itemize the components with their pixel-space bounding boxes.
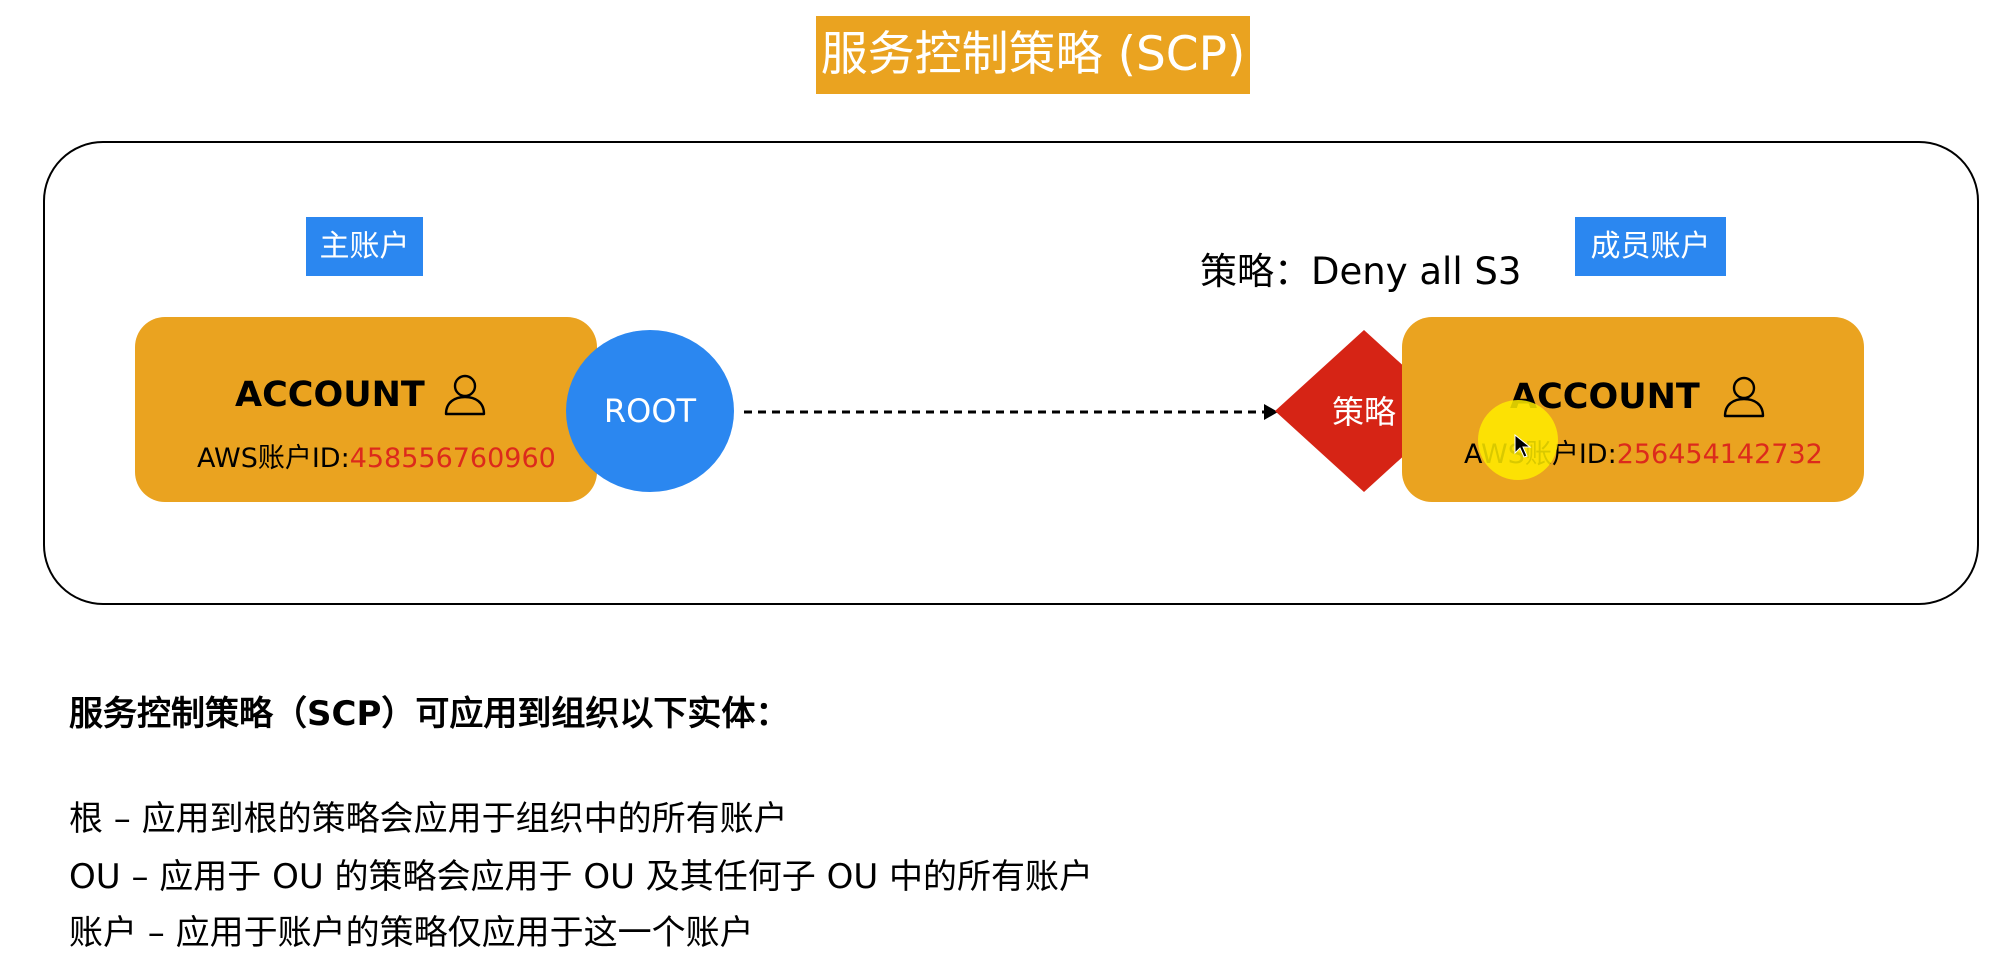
root-node: ROOT xyxy=(566,330,734,492)
main-account-id: AWS账户ID:458556760960 xyxy=(197,441,556,477)
diagram-frame xyxy=(43,141,1979,605)
main-account-name: ACCOUNT xyxy=(235,375,425,415)
policy-caption: 策略：Deny all S3 xyxy=(1200,250,1522,293)
policy-node-label: 策略 xyxy=(1331,393,1396,431)
scp-line-root: 根 – 应用到根的策略会应用于组织中的所有账户 xyxy=(69,799,788,839)
member-account-id-value: 256454142732 xyxy=(1616,439,1823,470)
scp-line-account: 账户 – 应用于账户的策略仅应用于这一个账户 xyxy=(69,913,754,953)
main-account-box: ACCOUNT AWS账户ID:458556760960 xyxy=(135,317,597,502)
user-icon xyxy=(444,374,486,416)
main-account-tag: 主账户 xyxy=(306,217,423,276)
policy-arrow xyxy=(744,404,1278,420)
user-icon xyxy=(1723,376,1765,418)
member-account-tag: 成员账户 xyxy=(1575,217,1726,276)
page-title: 服务控制策略 (SCP) xyxy=(816,16,1250,94)
main-account-id-value: 458556760960 xyxy=(349,443,556,474)
scp-heading: 服务控制策略（SCP）可应用到组织以下实体： xyxy=(69,694,790,734)
member-account-box: ACCOUNT AWS账户ID:256454142732 xyxy=(1402,317,1864,502)
main-account-id-label: AWS账户ID: xyxy=(197,443,350,474)
scp-line-ou: OU – 应用于 OU 的策略会应用于 OU 及其任何子 OU 中的所有账户 xyxy=(69,857,1094,897)
mouse-pointer-icon xyxy=(1514,434,1532,458)
